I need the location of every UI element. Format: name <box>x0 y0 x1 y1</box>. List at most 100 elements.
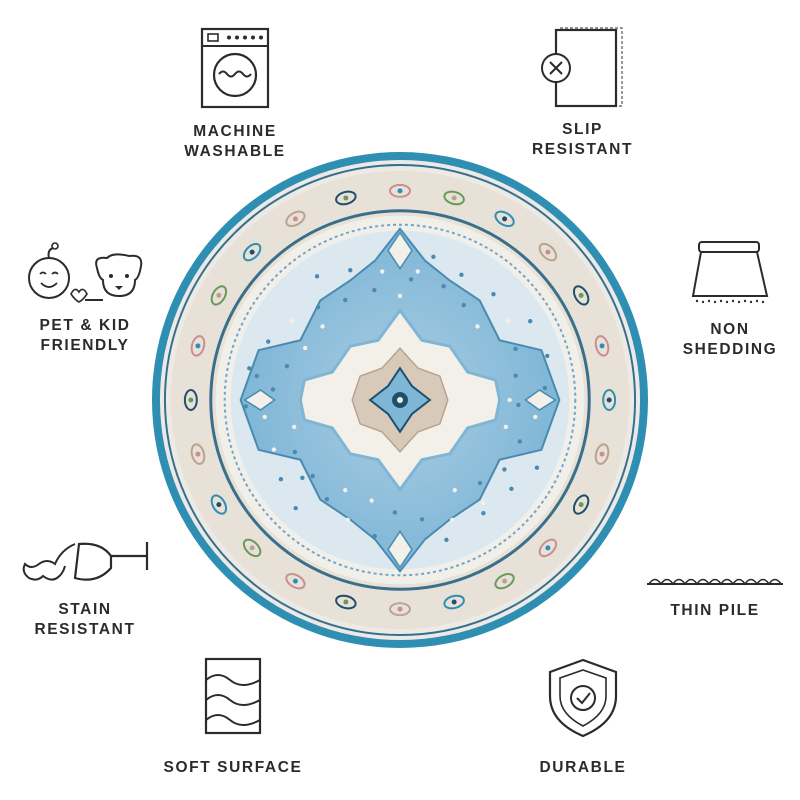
label-line: STAIN <box>58 601 112 618</box>
rug-field-dot <box>348 267 353 273</box>
rug-border-motif <box>494 210 515 228</box>
label-line: THIN PILE <box>670 602 760 619</box>
rug-field-dot <box>480 500 486 506</box>
rug-field-dot <box>310 473 315 479</box>
rug-field-dot <box>513 373 518 378</box>
rug-border-motif <box>538 538 558 558</box>
label-line: PET & KID <box>39 317 131 334</box>
rug-border-motif <box>389 183 411 198</box>
label-line: RESISTANT <box>531 141 634 158</box>
rug-border-motif <box>285 210 306 228</box>
label-line: NON <box>710 321 750 338</box>
rug-field-dot <box>372 287 377 293</box>
rug-border-motif <box>572 494 590 515</box>
rug-field-dot <box>300 475 305 481</box>
label-line: DURABLE <box>539 759 627 776</box>
rug-border-motif <box>602 389 617 411</box>
feature-thin-pile: THIN PILE <box>640 574 790 621</box>
label-line: MACHINE <box>193 123 277 140</box>
label-line: SLIP <box>562 121 603 138</box>
rug-field-dot <box>533 414 538 420</box>
rug-field-dot <box>324 497 330 502</box>
rug-field-dot <box>292 449 298 455</box>
rug-border-motif <box>285 572 306 590</box>
rug-field-dot <box>513 346 518 352</box>
rug-field-dot <box>397 293 403 299</box>
rug-border-motif <box>494 572 515 590</box>
rug-field-dot <box>534 465 540 470</box>
soft-surface-waves-icon <box>204 657 262 735</box>
rug-field-dot <box>441 283 446 289</box>
rug-field-dot <box>408 277 414 282</box>
label-line: FRIENDLY <box>40 337 130 354</box>
rug-border-motif <box>389 602 411 617</box>
rug-field-dot <box>491 291 496 297</box>
rug-field-dot <box>247 366 252 371</box>
rug-field-dot <box>262 414 267 420</box>
rug-field-dot <box>271 447 277 452</box>
rug-field-dot <box>528 319 533 324</box>
rug-border-motif <box>538 242 558 262</box>
feature-slip-resistant: SLIP RESISTANT <box>505 24 660 160</box>
rug-field-dot <box>284 363 290 369</box>
rug-field-dot <box>343 297 348 303</box>
rug-field-dot <box>369 498 374 503</box>
feature-machine-washable: MACHINE WASHABLE <box>160 26 310 162</box>
rug-field-dot <box>509 486 514 491</box>
rug-field-dot <box>506 318 511 324</box>
rug-field-dot <box>452 487 457 493</box>
rug-field-dot <box>302 345 308 351</box>
rug-field-dot <box>475 324 480 329</box>
rug-field-dot <box>243 404 248 409</box>
rug-border-motif <box>443 594 465 610</box>
rug-field-dot <box>481 510 486 516</box>
rug-field-dot <box>343 487 348 493</box>
label-line: SOFT SURFACE <box>163 759 303 776</box>
rug-field-dot <box>431 254 436 260</box>
rug-field-dot <box>345 517 350 522</box>
rug-border-motif <box>210 285 228 306</box>
rug-field-dot <box>289 318 294 324</box>
label-line: SHEDDING <box>682 341 778 358</box>
spilled-wine-glass-icon <box>22 542 149 581</box>
rug-border-motif <box>242 538 262 558</box>
rug-border-motif <box>335 190 357 206</box>
shield-check-icon <box>548 658 618 738</box>
non-shedding-rug-icon <box>691 241 769 304</box>
rug-border-motif <box>210 494 228 515</box>
rug-field-dot <box>477 480 483 486</box>
feature-durable: DURABLE <box>508 656 658 778</box>
rug-field-dot <box>293 505 298 511</box>
rug-border-motif <box>190 335 206 357</box>
rug-field-dot <box>502 467 507 472</box>
rug-field-dot <box>372 533 377 539</box>
rug-field-dot <box>503 424 509 430</box>
rug-field-dot <box>415 269 421 274</box>
rug-field-dot <box>517 439 522 444</box>
feature-non-shedding: NON SHEDDING <box>660 238 800 360</box>
rug-field-dot <box>314 274 320 279</box>
rug-border-motif <box>190 443 206 465</box>
round-rug-image <box>151 151 649 649</box>
feature-stain-resistant: STAIN RESISTANT <box>10 534 160 640</box>
label-line: RESISTANT <box>34 621 136 638</box>
rug-field-dot <box>507 397 512 403</box>
rug-field-dot <box>379 269 385 274</box>
rug-field-dot <box>450 517 455 522</box>
rug-border-motif <box>572 285 590 306</box>
rug-border-motif <box>183 389 198 411</box>
rug-field-dot <box>291 424 297 430</box>
rug-border-motif <box>594 443 610 465</box>
rug-field-dot <box>516 402 521 408</box>
rug-field-dot <box>270 387 276 392</box>
rug-field-dot <box>444 537 449 543</box>
rug-field-dot <box>315 305 321 310</box>
rug-field-dot <box>278 477 284 482</box>
kid-and-dog-icon <box>28 242 143 303</box>
rug-field-dot <box>542 385 548 391</box>
rug-field-dot <box>320 324 325 329</box>
thin-pile-icon <box>647 578 783 586</box>
washing-machine-icon <box>200 27 270 109</box>
rug-field-dot <box>392 510 398 515</box>
rug-border-motif <box>242 242 262 262</box>
